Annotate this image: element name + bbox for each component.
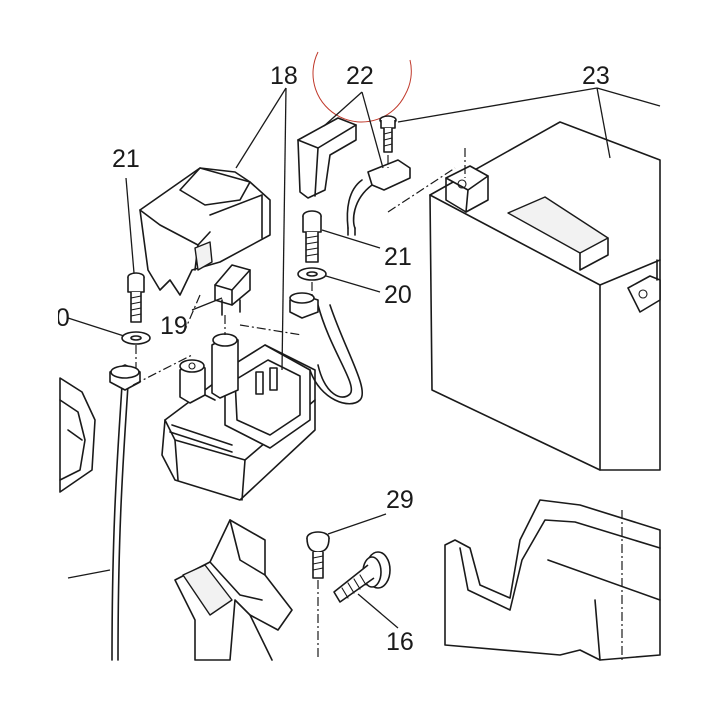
callout-29: 29: [386, 486, 414, 514]
battery-cable: [289, 159, 411, 405]
battery-tray: [444, 499, 661, 661]
annotation-circle: [312, 51, 412, 123]
callout-22: 22: [346, 62, 374, 90]
alignment-lines: [132, 148, 623, 660]
left-screw-washer: [121, 272, 151, 345]
callout-16: 16: [386, 628, 414, 656]
starter-relay: [161, 333, 316, 501]
right-screw-washer: [297, 210, 327, 281]
fuse: [214, 264, 251, 316]
mounting-bracket: [174, 519, 293, 661]
left-cable: [109, 364, 141, 661]
callout-18: 18: [270, 62, 298, 90]
bolt-16: [333, 551, 391, 603]
crop-mask-left: [0, 290, 58, 340]
callout-23: 23: [582, 62, 610, 90]
terminal-cover: [297, 117, 357, 199]
screw-29: [306, 531, 330, 579]
callout-21-left: 21: [112, 145, 140, 173]
leader-lines: [67, 87, 661, 629]
top-screw: [379, 115, 397, 153]
callout-21-right: 21: [384, 243, 412, 271]
callout-20-right: 20: [384, 281, 412, 309]
relay-cover: [139, 167, 271, 296]
left-edge-bracket: [59, 377, 96, 493]
callout-labels: 18 22 23 21 21 20 20 19 29 16: [42, 62, 610, 656]
battery-box: [429, 121, 661, 471]
callout-19: 19: [160, 312, 188, 340]
